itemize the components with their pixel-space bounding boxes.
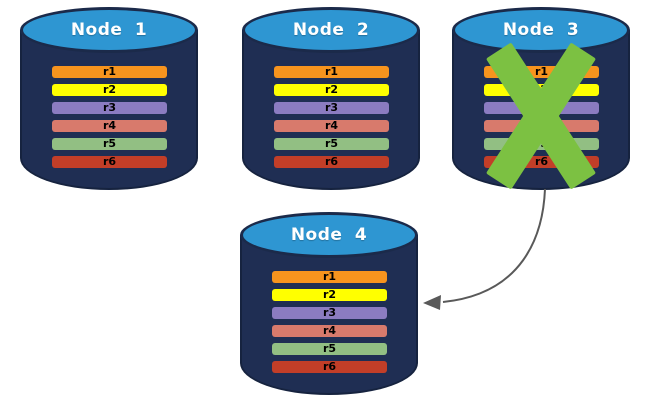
replica-label: r6 xyxy=(322,360,337,373)
replica-label: r4 xyxy=(322,324,337,337)
node-2: Node 2 r1 r2 r3 r4 r5 r6 xyxy=(242,7,420,190)
replica-label: r6 xyxy=(534,155,549,168)
replica-bar-r4: r4 xyxy=(484,120,599,132)
replica-bar-r4: r4 xyxy=(272,325,387,337)
replica-label: r2 xyxy=(322,288,337,301)
replica-bar-r2: r2 xyxy=(272,289,387,301)
replica-label: r3 xyxy=(322,306,337,319)
node-2-replica-stack: r1 r2 r3 r4 r5 r6 xyxy=(274,66,389,168)
replica-label: r5 xyxy=(324,137,339,150)
replica-label: r5 xyxy=(534,137,549,150)
replica-bar-r3: r3 xyxy=(484,102,599,114)
replica-bar-r5: r5 xyxy=(274,138,389,150)
replica-bar-r6: r6 xyxy=(272,361,387,373)
replica-label: r6 xyxy=(324,155,339,168)
replica-label: r5 xyxy=(322,342,337,355)
replica-bar-r2: r2 xyxy=(484,84,599,96)
replica-bar-r5: r5 xyxy=(484,138,599,150)
replica-label: r1 xyxy=(534,65,549,78)
replica-label: r2 xyxy=(534,83,549,96)
replica-label: r6 xyxy=(102,155,117,168)
replica-label: r2 xyxy=(324,83,339,96)
replica-bar-r1: r1 xyxy=(274,66,389,78)
node-4-replica-stack: r1 r2 r3 r4 r5 r6 xyxy=(272,271,387,373)
replica-bar-r1: r1 xyxy=(272,271,387,283)
node-1-cylinder-top: Node 1 xyxy=(20,7,198,53)
replica-label: r1 xyxy=(324,65,339,78)
replica-bar-r5: r5 xyxy=(272,343,387,355)
replica-label: r3 xyxy=(102,101,117,114)
node-3-replica-stack: r1 r2 r3 r4 r5 r6 xyxy=(484,66,599,168)
replica-bar-r1: r1 xyxy=(484,66,599,78)
replica-bar-r3: r3 xyxy=(274,102,389,114)
node-4: Node 4 r1 r2 r3 r4 r5 r6 xyxy=(240,212,418,395)
node-2-cylinder-top: Node 2 xyxy=(242,7,420,53)
replica-label: r5 xyxy=(102,137,117,150)
replica-bar-r4: r4 xyxy=(52,120,167,132)
replica-label: r3 xyxy=(534,101,549,114)
replica-bar-r3: r3 xyxy=(52,102,167,114)
arrow-head xyxy=(423,295,441,310)
node-1-title: Node 1 xyxy=(70,20,148,40)
replica-bar-r6: r6 xyxy=(52,156,167,168)
replica-bar-r6: r6 xyxy=(274,156,389,168)
replica-bar-r5: r5 xyxy=(52,138,167,150)
replica-bar-r2: r2 xyxy=(52,84,167,96)
replica-label: r1 xyxy=(322,270,337,283)
node-1-replica-stack: r1 r2 r3 r4 r5 r6 xyxy=(52,66,167,168)
node-2-title: Node 2 xyxy=(292,20,370,40)
replica-label: r1 xyxy=(102,65,117,78)
replica-label: r4 xyxy=(324,119,339,132)
arrow-curve xyxy=(442,188,546,303)
node-3-cylinder-top: Node 3 xyxy=(452,7,630,53)
replica-label: r4 xyxy=(534,119,549,132)
node-4-cylinder-top: Node 4 xyxy=(240,212,418,258)
replica-bar-r4: r4 xyxy=(274,120,389,132)
replica-label: r3 xyxy=(324,101,339,114)
node-3: Node 3 r1 r2 r3 r4 r5 r6 xyxy=(452,7,630,190)
replica-bar-r1: r1 xyxy=(52,66,167,78)
node-3-title: Node 3 xyxy=(502,20,580,40)
replica-bar-r6: r6 xyxy=(484,156,599,168)
replica-bar-r2: r2 xyxy=(274,84,389,96)
node-1: Node 1 r1 r2 r3 r4 r5 r6 xyxy=(20,7,198,190)
replica-label: r2 xyxy=(102,83,117,96)
replica-bar-r3: r3 xyxy=(272,307,387,319)
replica-label: r4 xyxy=(102,119,117,132)
node-4-title: Node 4 xyxy=(290,225,368,245)
